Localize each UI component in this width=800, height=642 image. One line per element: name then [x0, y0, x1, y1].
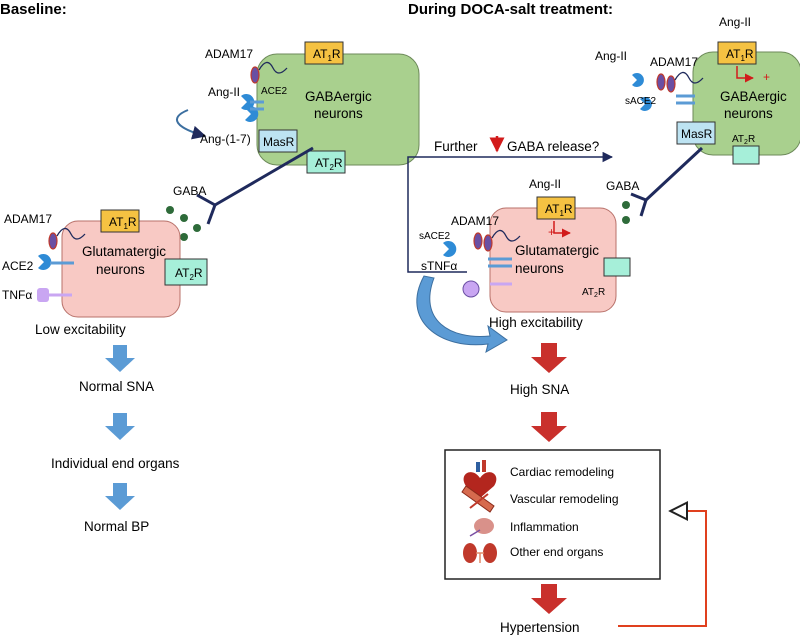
- hypertension-label: Hypertension: [500, 620, 580, 635]
- heart-icon: [463, 460, 497, 498]
- right-adam17-gaba-icon: [656, 71, 704, 93]
- right-at1r-gaba: AT1R: [717, 41, 757, 65]
- left-tnfa-receptor: [37, 288, 72, 302]
- normal-sna-label: Normal SNA: [79, 379, 154, 394]
- outcomes-box: [444, 449, 661, 580]
- right-gaba-release-label: GABA release?: [507, 139, 599, 154]
- right-adam17-gaba-label: ADAM17: [650, 55, 698, 69]
- left-ace2-gaba-icon: [241, 94, 264, 122]
- high-excitability-label: High excitability: [489, 315, 583, 330]
- right-at2r-gaba: [732, 145, 760, 165]
- left-at2r-glut: AT2R: [164, 258, 208, 286]
- left-at1r-glut: AT1R: [100, 209, 140, 233]
- svg-text:AT1R: AT1R: [109, 215, 137, 231]
- right-glut-neurons-label-1: Glutamatergic: [515, 243, 599, 258]
- right-gaba-neurons-label-2: neurons: [724, 106, 773, 121]
- vessel-icon: [461, 485, 495, 513]
- left-gaba-label: GABA: [173, 184, 206, 198]
- left-at2r-gaba: AT2R: [306, 150, 346, 174]
- right-ang2-mid-label: Ang-II: [529, 177, 561, 191]
- left-ace2-glut-icon: [38, 253, 74, 270]
- lymph-node-icon: [469, 518, 494, 537]
- svg-text:MasR: MasR: [263, 135, 295, 149]
- left-flow-arrow-2: [105, 413, 135, 440]
- right-gaba-plus: +: [763, 70, 770, 84]
- left-gaba-neurons-label-1: GABAergic: [305, 89, 372, 104]
- left-adam17-gaba-label: ADAM17: [205, 47, 253, 61]
- right-stnfa-icon: [462, 280, 512, 298]
- left-gaba-neurons-label-2: neurons: [314, 106, 363, 121]
- right-gaba-label: GABA: [606, 179, 639, 193]
- left-flow-arrow-1: [105, 345, 135, 372]
- left-tnfa-label: TNFα: [2, 288, 32, 302]
- left-ang2-label: Ang-II: [208, 85, 240, 99]
- right-ang2-side-label: Ang-II: [595, 49, 627, 63]
- left-ace2-glut-label: ACE2: [2, 259, 34, 273]
- svg-text:AT2R: AT2R: [315, 156, 343, 172]
- left-glut-neurons-label-1: Glutamatergic: [82, 244, 166, 259]
- outcome-inflammation: Inflammation: [510, 520, 579, 534]
- right-at2r-glut-label: AT2R: [582, 287, 605, 299]
- right-further-gaba-arrow: [407, 151, 614, 273]
- svg-text:MasR: MasR: [681, 127, 713, 141]
- left-adam17-glut-label: ADAM17: [4, 212, 52, 226]
- normal-bp-label: Normal BP: [84, 519, 149, 534]
- right-at2r-gaba-label: AT2R: [732, 134, 755, 146]
- right-flow-arrow-3: [531, 584, 567, 614]
- left-adam17-gaba-icon: [250, 61, 288, 84]
- right-stnfa-label: sTNFα: [421, 259, 457, 273]
- svg-text:AT2R: AT2R: [175, 266, 203, 282]
- low-excitability-label: Low excitability: [35, 322, 126, 337]
- svg-text:AT1R: AT1R: [313, 47, 341, 63]
- high-sna-label: High SNA: [510, 382, 569, 397]
- right-gaba-dots: [622, 201, 630, 224]
- right-glut-neurons-label-2: neurons: [515, 261, 564, 276]
- right-gaba-neurons-label-1: GABAergic: [720, 89, 787, 104]
- left-flow-arrow-3: [105, 483, 135, 510]
- right-gaba-stim-arrow: [736, 66, 754, 83]
- right-sace2-gaba-icon: [632, 73, 695, 111]
- svg-text:AT1R: AT1R: [545, 202, 573, 218]
- left-masr: MasR: [258, 129, 298, 153]
- baseline-header: Baseline:: [0, 1, 67, 18]
- left-at1r-gaba: AT1R: [304, 41, 344, 65]
- right-sace2-glut-label: sACE2: [419, 231, 451, 242]
- right-gaba-synapse: [630, 146, 704, 217]
- left-ace2-gaba-label: ACE2: [261, 86, 288, 97]
- right-tnfa-loop-arrow: [416, 275, 508, 354]
- doca-header: During DOCA-salt treatment:: [408, 1, 613, 18]
- hypertension-feedback-arrow: [618, 511, 707, 627]
- right-at1r-glut: AT1R: [536, 196, 576, 220]
- right-sace2-gaba-label: sACE2: [625, 96, 657, 107]
- right-sace2-glut-icon: [443, 241, 512, 268]
- outcome-vascular: Vascular remodeling: [510, 492, 619, 506]
- left-ang-conversion-arrow: [176, 109, 207, 140]
- kidney-icon: [463, 543, 497, 563]
- right-flow-arrow-1: [531, 343, 567, 373]
- right-glut-stim-arrow: [553, 221, 571, 238]
- outcome-other: Other end organs: [510, 545, 603, 559]
- svg-text:AT1R: AT1R: [726, 47, 754, 63]
- right-adam17-glut-label: ADAM17: [451, 214, 499, 228]
- end-organs-label: Individual end organs: [51, 456, 180, 471]
- right-adam17-glut-icon: [473, 229, 521, 252]
- left-adam17-glut-icon: [48, 227, 86, 250]
- left-gaba-synapse: [196, 146, 314, 225]
- right-at2r-glut: [603, 257, 631, 277]
- right-glut-plus: +: [548, 225, 555, 239]
- right-further-label: Further: [434, 139, 478, 154]
- right-flow-arrow-2: [531, 412, 567, 442]
- left-ang17-label: Ang-(1-7): [200, 132, 251, 146]
- right-masr: MasR: [676, 121, 716, 145]
- right-ang2-top-label: Ang-II: [719, 15, 751, 29]
- left-glut-neurons-label-2: neurons: [96, 262, 145, 277]
- outcome-cardiac: Cardiac remodeling: [510, 465, 614, 479]
